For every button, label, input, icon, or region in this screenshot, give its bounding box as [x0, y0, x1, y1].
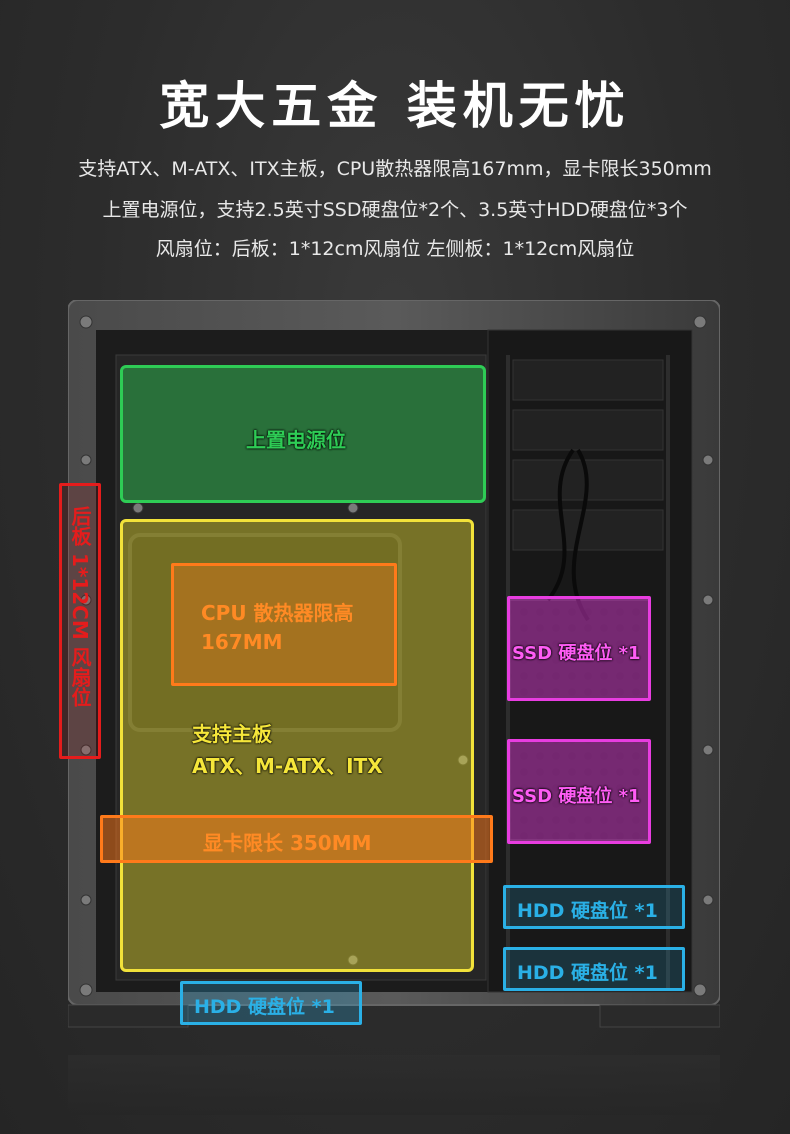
spec-line-2: 上置电源位，支持2.5英寸SSD硬盘位*2个、3.5英寸HDD硬盘位*3个: [102, 199, 688, 221]
psu-zone: [120, 365, 486, 503]
gpu-label: 显卡限长 350MM: [203, 831, 372, 855]
hdd-label-3: HDD 硬盘位 *1: [194, 996, 335, 1018]
motherboard-label-line2: ATX、M-ATX、ITX: [192, 754, 383, 778]
rear-fan-label: 后板 1*12CM 风扇位: [68, 506, 92, 707]
psu-label: 上置电源位: [246, 428, 346, 452]
ssd-label-1: SSD 硬盘位 *1: [512, 643, 641, 664]
spec-line-1: 支持ATX、M-ATX、ITX主板，CPU散热器限高167mm，显卡限长350m…: [78, 158, 712, 180]
motherboard-label-line1: 支持主板: [192, 722, 272, 746]
cpu-cutout: [128, 533, 402, 732]
rear-fan-zone: [59, 483, 101, 759]
ssd-label-2: SSD 硬盘位 *1: [512, 786, 641, 807]
hdd-label-1: HDD 硬盘位 *1: [517, 900, 658, 922]
hdd-label-2: HDD 硬盘位 *1: [517, 962, 658, 984]
page-title: 宽大五金 装机无忧: [159, 77, 631, 135]
ssd-tray-1: [509, 599, 651, 701]
ssd-zone-2: [507, 739, 651, 844]
gpu-zone: [100, 815, 493, 863]
case-foot-left: [68, 1004, 189, 1028]
ssd-zone-1: [507, 596, 651, 701]
hdd-zone-1: [503, 885, 685, 929]
motherboard-zone: [120, 519, 474, 972]
cpu-cooler-zone: [171, 563, 397, 686]
hdd-zone-3: [180, 981, 362, 1025]
case-foot-right: [599, 1004, 720, 1028]
cpu-label-line1: CPU 散热器限高: [201, 601, 354, 625]
hdd-zone-2: [503, 947, 685, 991]
cpu-label-line2: 167MM: [201, 630, 283, 654]
ssd-tray-2: [509, 739, 651, 841]
floor-reflection: [68, 1055, 720, 1115]
spec-line-3: 风扇位：后板：1*12cm风扇位 左侧板：1*12cm风扇位: [155, 238, 635, 260]
